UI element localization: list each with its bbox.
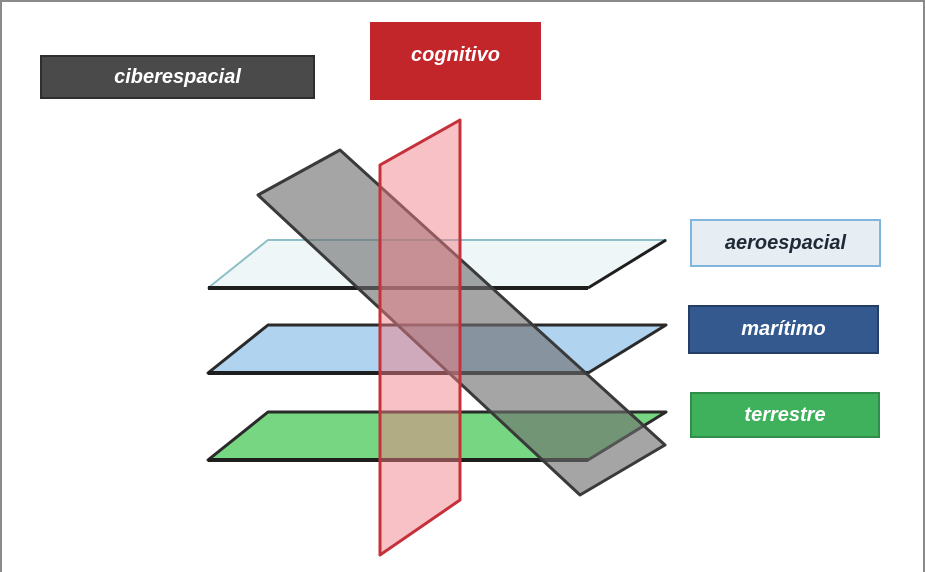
cognitivo-plane xyxy=(378,118,462,557)
aeroespacial-label: aeroespacial xyxy=(690,219,881,267)
terrestre-label: terrestre xyxy=(690,392,880,438)
ciberespacial-label: ciberespacial xyxy=(40,55,315,99)
cognitivo-label: cognitivo xyxy=(370,22,541,100)
maritimo-label: marítimo xyxy=(688,305,879,354)
